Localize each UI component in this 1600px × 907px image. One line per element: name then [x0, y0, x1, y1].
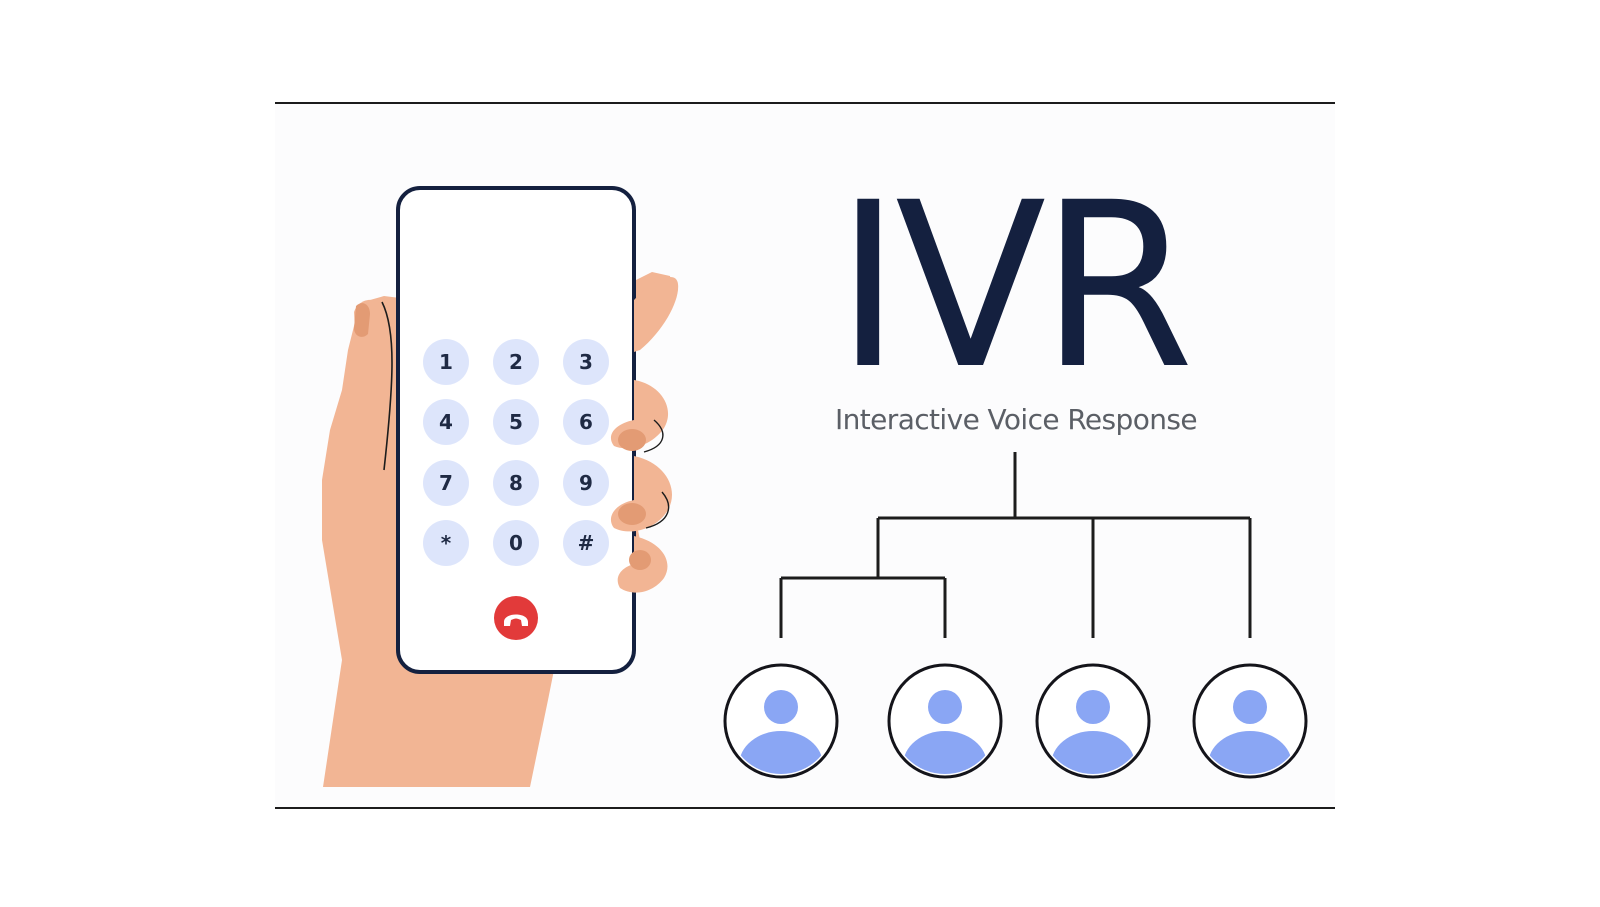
- hangup-button[interactable]: [494, 596, 538, 640]
- finger-nail-3: [618, 503, 646, 525]
- keypad-key-7[interactable]: 7: [423, 460, 469, 506]
- keypad-key-4[interactable]: 4: [423, 399, 469, 445]
- bottom-divider: [275, 807, 1335, 809]
- thumb-crease: [381, 301, 393, 471]
- keypad-key-label: 8: [509, 471, 523, 495]
- keypad-key-0[interactable]: 0: [493, 520, 539, 566]
- ivr-subtitle: Interactive Voice Response: [834, 403, 1198, 436]
- ivr-title: IVR: [835, 153, 1195, 419]
- keypad-key-star[interactable]: *: [423, 520, 469, 566]
- keypad-key-label: *: [441, 531, 452, 555]
- ivr-tree: [779, 452, 1252, 638]
- keypad-key-label: 5: [509, 410, 523, 434]
- keypad-key-3[interactable]: 3: [563, 339, 609, 385]
- phone-hangup-icon: [504, 614, 528, 626]
- keypad-key-9[interactable]: 9: [563, 460, 609, 506]
- agent-avatars: [723, 663, 1308, 779]
- fingers: [610, 276, 679, 593]
- keypad-key-label: 4: [439, 410, 453, 434]
- keypad-key-8[interactable]: 8: [493, 460, 539, 506]
- user-avatar-icon: [1035, 663, 1151, 779]
- keypad-key-5[interactable]: 5: [493, 399, 539, 445]
- user-avatar-icon: [723, 663, 839, 779]
- keypad-key-label: 3: [579, 350, 593, 374]
- keypad-key-1[interactable]: 1: [423, 339, 469, 385]
- finger-nail-2: [618, 429, 646, 451]
- keypad-key-label: #: [578, 531, 595, 555]
- thumb-nail: [354, 303, 370, 337]
- top-divider: [275, 102, 1335, 104]
- keypad-key-label: 1: [439, 350, 453, 374]
- finger-1: [634, 276, 679, 352]
- keypad-key-label: 0: [509, 531, 523, 555]
- finger-crease-1: [643, 419, 664, 453]
- user-avatar-icon: [887, 663, 1003, 779]
- hand-thumb: [354, 299, 391, 470]
- keypad-key-label: 2: [509, 350, 523, 374]
- keypad-key-6[interactable]: 6: [563, 399, 609, 445]
- finger-crease-2: [645, 491, 670, 529]
- keypad-key-hash[interactable]: #: [563, 520, 609, 566]
- finger-nail-4: [629, 550, 651, 570]
- user-avatar-icon: [1192, 663, 1308, 779]
- keypad: 1 2 3 4 5 6 7 8 9 * 0 #: [423, 339, 609, 566]
- keypad-key-label: 6: [579, 410, 593, 434]
- keypad-key-label: 9: [579, 471, 593, 495]
- keypad-key-label: 7: [439, 471, 453, 495]
- keypad-key-2[interactable]: 2: [493, 339, 539, 385]
